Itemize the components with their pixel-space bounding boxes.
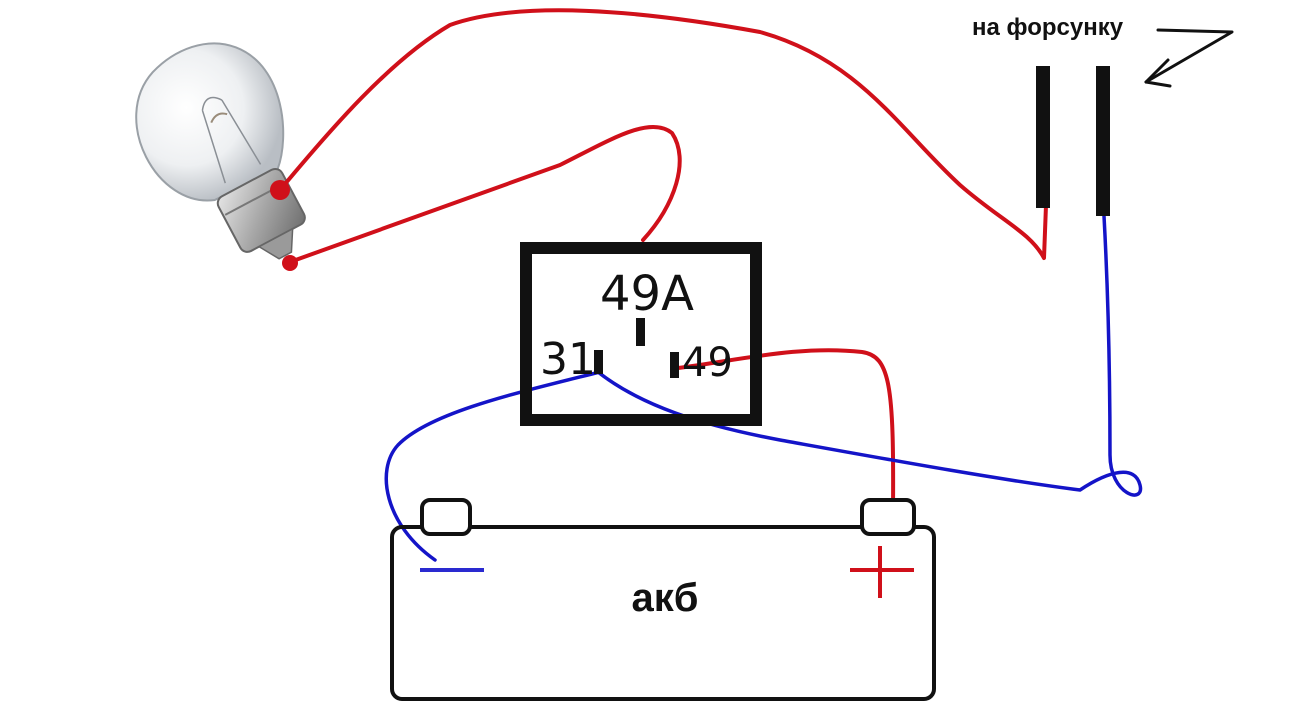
relay-pin-49a — [636, 318, 645, 346]
arrow-icon — [1144, 28, 1234, 88]
lamp-icon — [135, 42, 306, 260]
wire-relay-31-to-battery-minus — [384, 370, 602, 562]
lamp-terminal-top — [270, 180, 290, 200]
relay-label-49a: 49A — [600, 266, 694, 322]
battery: акб — [390, 498, 936, 701]
minus-sign — [420, 568, 484, 572]
wire-relay-49-to-battery-plus — [676, 348, 896, 512]
relay-pin-31 — [594, 350, 603, 374]
relay-label-49: 49 — [682, 340, 733, 386]
positive-wires — [278, 8, 1048, 512]
battery-terminal-plus — [860, 498, 916, 536]
injector-pin-right — [1096, 66, 1110, 216]
battery-label: акб — [632, 576, 699, 620]
relay-pin-49 — [670, 352, 679, 378]
relay-box — [520, 242, 762, 426]
battery-body — [390, 525, 936, 701]
negative-wires — [384, 214, 1143, 562]
injector-label: на форсунку — [972, 14, 1124, 41]
battery-terminal-minus — [420, 498, 472, 536]
wire-relay-31-to-injector — [596, 214, 1143, 497]
relay-label-31: 31 — [540, 334, 596, 385]
wire-lamp-to-relay-49a — [288, 124, 682, 264]
relay: 49A 31 49 — [520, 242, 762, 426]
injector-pin-left — [1036, 66, 1050, 208]
plus-sign — [850, 546, 914, 598]
wire-lamp-to-injector — [278, 8, 1048, 260]
lamp-terminal-bottom — [282, 255, 298, 271]
